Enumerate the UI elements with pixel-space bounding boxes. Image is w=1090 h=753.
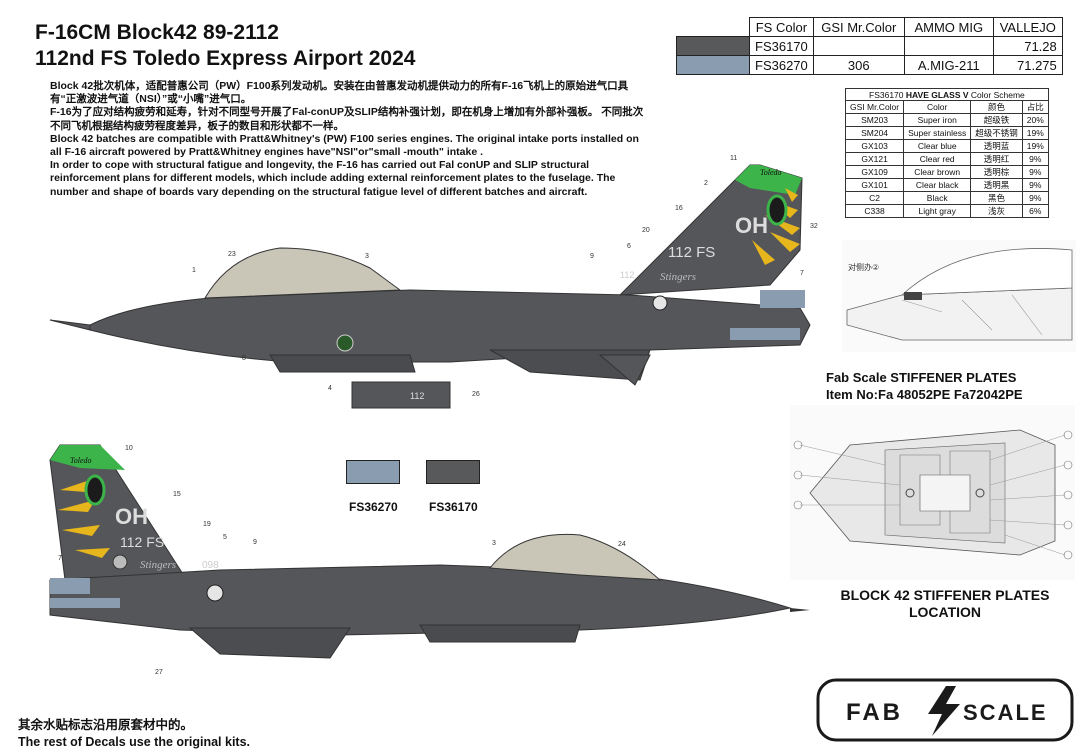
footer-note: 其余水贴标志沿用原套材中的。 The rest of Decals use th…	[18, 718, 251, 749]
cockpit-detail-sketch: 对侧办②	[842, 240, 1076, 352]
fs-color-table: FS Color GSI Mr.Color AMMO MIG VALLEJO F…	[676, 17, 1063, 75]
fab-scale-logo: FAB SCALE	[816, 678, 1074, 742]
stiffener-location-label: BLOCK 42 STIFFENER PLATES LOCATION	[840, 587, 1050, 620]
scheme-caption: FS36170 HAVE GLASS V Color Scheme	[845, 87, 1049, 102]
stiffener-plates-diagram	[790, 405, 1075, 580]
tail-script-top: Stingers	[660, 271, 696, 283]
table-row: FS36270 306 A.MIG-211 71.275	[676, 55, 1063, 75]
lightning-icon	[928, 686, 960, 736]
tail-code-top: OH	[735, 213, 768, 238]
tail-unit-top: 112 FS	[668, 244, 715, 261]
svg-text:7: 7	[58, 555, 62, 562]
serial-top: 112	[620, 270, 634, 280]
svg-text:16: 16	[675, 205, 683, 212]
svg-text:8: 8	[242, 355, 246, 362]
svg-text:9: 9	[253, 539, 257, 546]
tail-script-bottom: Stingers	[140, 559, 176, 571]
aircraft-profile-bottom: OH 112 FS Toledo Stingers 098 10 15 5 19…	[49, 444, 810, 676]
gsi-header: GSI Mr.Color	[812, 17, 905, 37]
svg-text:9: 9	[590, 253, 594, 260]
svg-text:7: 7	[800, 270, 804, 277]
detail-note: 对侧办②	[848, 262, 879, 272]
swatch-fs36170	[426, 460, 480, 484]
svg-text:SCALE: SCALE	[963, 700, 1048, 725]
fab-scale-info: Fab Scale STIFFENER PLATES Item No:Fa 48…	[826, 370, 1023, 402]
vallejo-header: VALLEJO	[992, 17, 1063, 37]
svg-text:19: 19	[203, 521, 211, 528]
tail-band-bottom: Toledo	[70, 456, 92, 465]
svg-text:6: 6	[627, 243, 631, 250]
svg-text:1: 1	[192, 267, 196, 274]
description: Block 42批次机体，适配普惠公司（PW）F100系列发动机。安装在由普惠发…	[50, 80, 650, 199]
tail-unit-bottom: 112 FS	[120, 534, 164, 550]
description-cn-2: F-16为了应对结构疲劳和延寿，针对不同型号开展了Fal-conUP及SLIP结…	[50, 106, 644, 132]
description-cn-1: Block 42批次机体，适配普惠公司（PW）F100系列发动机。安装在由普惠发…	[50, 80, 629, 106]
svg-text:FAB: FAB	[846, 699, 903, 726]
description-en-2: In order to cope with structural fatigue…	[50, 159, 616, 198]
svg-text:5: 5	[223, 534, 227, 541]
page-title: F-16CM Block42 89-2112	[35, 21, 279, 44]
color-scheme-table: FS36170 HAVE GLASS V Color Scheme GSI Mr…	[844, 87, 1049, 219]
swatch-fs36270	[346, 460, 400, 484]
color-swatch	[676, 36, 750, 56]
svg-text:3: 3	[365, 253, 369, 260]
svg-text:32: 32	[810, 223, 818, 230]
svg-text:2: 2	[704, 180, 708, 187]
svg-text:24: 24	[618, 541, 626, 548]
svg-text:15: 15	[173, 491, 181, 498]
serial-bottom: 098	[202, 560, 219, 571]
table-row: FS36170 71.28	[676, 36, 1063, 56]
svg-text:23: 23	[228, 251, 236, 258]
svg-text:10: 10	[125, 445, 133, 452]
color-swatch	[676, 55, 750, 75]
svg-text:26: 26	[472, 391, 480, 398]
page-subtitle: 112nd FS Toledo Express Airport 2024	[35, 47, 416, 70]
swatch-label-fs36170: FS36170	[429, 500, 478, 514]
svg-text:4: 4	[328, 385, 332, 392]
tail-band-top: Toledo	[760, 168, 782, 177]
aircraft-profile-top: OH 112 FS Toledo Stingers 112 112 23 3 1…	[49, 155, 818, 409]
svg-text:11: 11	[730, 155, 737, 162]
description-en-1: Block 42 batches are compatible with Pra…	[50, 132, 639, 159]
swatch-label-fs36270: FS36270	[349, 500, 398, 514]
tail-code-bottom: OH	[115, 504, 148, 529]
svg-text:27: 27	[155, 669, 163, 676]
ammo-header: AMMO MIG	[903, 17, 994, 37]
svg-text:3: 3	[492, 540, 496, 547]
fs-header: FS Color	[749, 17, 814, 37]
tank-number: 112	[410, 391, 424, 401]
svg-text:20: 20	[642, 227, 650, 234]
